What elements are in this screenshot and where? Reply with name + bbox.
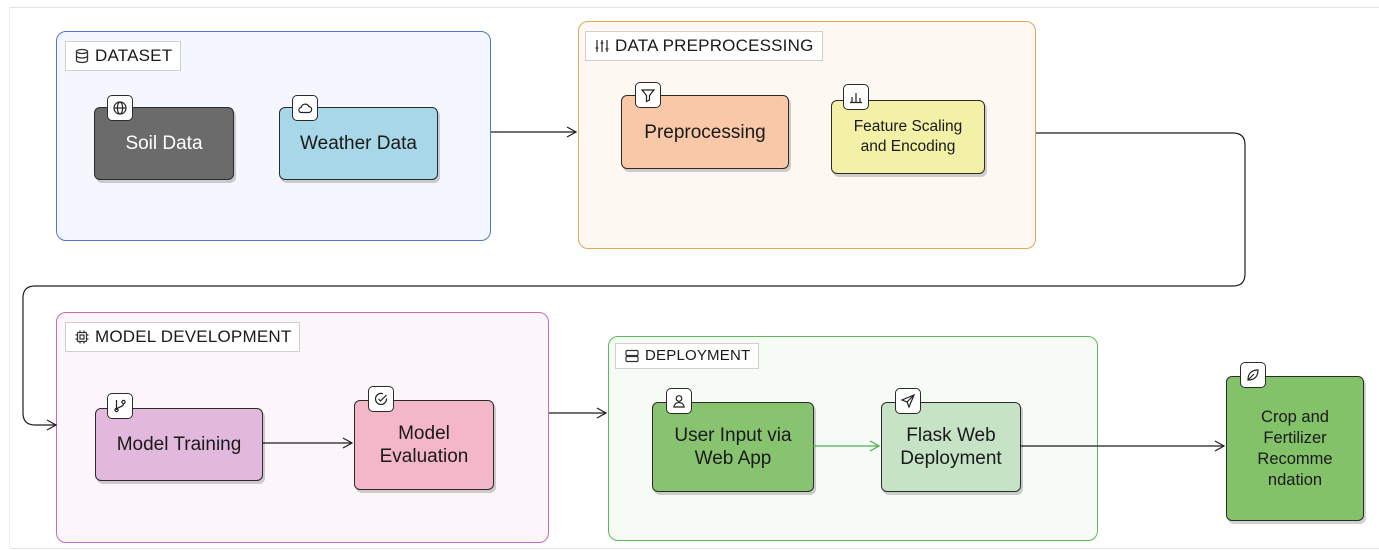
model-development-group-label: MODEL DEVELOPMENT: [65, 322, 301, 352]
flask-line2: Deployment: [900, 448, 1002, 469]
cloud-icon: [292, 95, 318, 121]
deployment-group[interactable]: DEPLOYMENT User Input via Web App Flask …: [608, 336, 1098, 541]
user-icon: [666, 388, 692, 414]
recommendation-line1: Crop and: [1261, 407, 1329, 426]
recommendation-line2: Fertilizer: [1263, 428, 1327, 447]
model-training-label: Model Training: [116, 434, 242, 455]
sliders-icon: [595, 40, 609, 52]
filter-icon: [635, 82, 661, 108]
recommendation-line3: Recomme: [1257, 449, 1333, 468]
preprocessing-label: Preprocessing: [644, 121, 766, 143]
data-preprocessing-group-title: DATA PREPROCESSING: [615, 36, 814, 55]
deployment-group-title: DEPLOYMENT: [645, 347, 751, 364]
dataset-group-label: DATASET: [65, 41, 182, 71]
user-input-node[interactable]: User Input via Web App: [652, 402, 814, 492]
bar-chart-icon: [843, 84, 869, 110]
flask-line1: Flask Web: [906, 425, 996, 446]
canvas-left-border: [9, 7, 10, 548]
canvas-bottom-border: [10, 548, 1379, 549]
soil-data-label: Soil Data: [125, 133, 203, 154]
data-preprocessing-group-label: DATA PREPROCESSING: [585, 31, 823, 61]
server-icon: [625, 349, 639, 363]
dataset-group-title: DATASET: [95, 46, 173, 65]
weather-data-label: Weather Data: [300, 133, 417, 154]
crop-fertilizer-recommendation-node[interactable]: Crop and Fertilizer Recomme ndation: [1226, 376, 1364, 521]
leaf-icon: [1240, 362, 1266, 388]
user-input-line1: User Input via: [674, 425, 792, 446]
model-development-group-title: MODEL DEVELOPMENT: [95, 327, 292, 346]
git-branch-icon: [107, 393, 133, 419]
deployment-group-label: DEPLOYMENT: [615, 343, 760, 369]
feature-scaling-node[interactable]: Feature Scaling and Encoding: [831, 100, 985, 174]
feature-scaling-line1: Feature Scaling: [853, 118, 963, 135]
dataset-group[interactable]: DATASET Soil Data Weather Data: [56, 31, 491, 241]
model-development-group[interactable]: MODEL DEVELOPMENT Model Training Model E…: [56, 312, 549, 543]
cpu-icon: [75, 330, 89, 344]
model-evaluation-line2: Evaluation: [379, 446, 469, 467]
canvas-top-border: [10, 7, 1379, 8]
data-preprocessing-group[interactable]: DATA PREPROCESSING Preprocessing Feature…: [578, 21, 1036, 249]
check-circle-icon: [368, 386, 394, 412]
database-icon: [75, 48, 89, 64]
model-evaluation-node[interactable]: Model Evaluation: [354, 400, 494, 490]
recommendation-line4: ndation: [1267, 470, 1323, 489]
globe-icon: [107, 95, 133, 121]
flask-web-deployment-node[interactable]: Flask Web Deployment: [881, 402, 1021, 492]
model-evaluation-line1: Model: [398, 423, 450, 444]
feature-scaling-line2: and Encoding: [860, 138, 956, 155]
user-input-line2: Web App: [694, 448, 772, 469]
send-icon: [895, 388, 921, 414]
